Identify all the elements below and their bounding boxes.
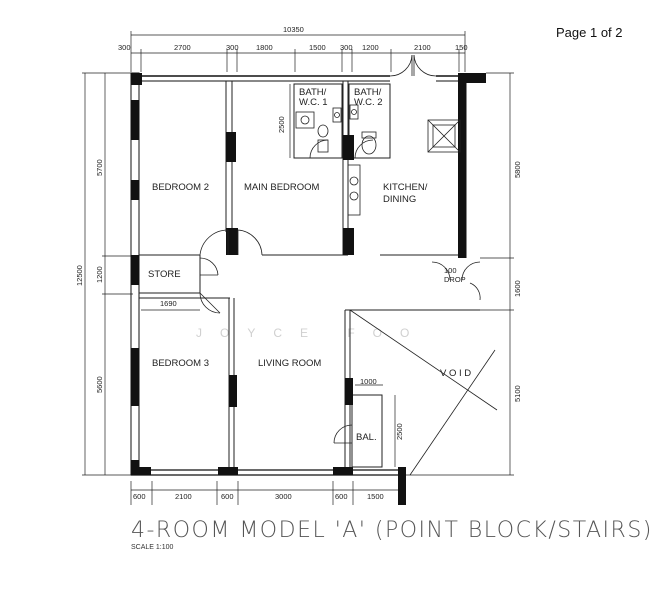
wall-columns bbox=[226, 132, 354, 407]
bath-fixtures bbox=[295, 104, 377, 155]
interior-walls bbox=[139, 81, 480, 468]
dim-top-5: 1500 bbox=[309, 43, 326, 52]
dim-bottom-3: 600 bbox=[221, 492, 234, 501]
dim-right-1: 5800 bbox=[513, 161, 522, 178]
dim-bottom-6: 1500 bbox=[367, 492, 384, 501]
label-bath-2-line1: BATH/ bbox=[354, 87, 382, 98]
dim-top-1: 300 bbox=[118, 43, 131, 52]
dim-bal-depth: 2500 bbox=[395, 423, 404, 440]
plan-title: 4-ROOM MODEL 'A' (POINT BLOCK/STAIRS) bbox=[131, 518, 653, 543]
label-bath-1-line2: W.C. 1 bbox=[299, 97, 328, 108]
dim-top-7: 1200 bbox=[362, 43, 379, 52]
dim-bottom-4: 3000 bbox=[275, 492, 292, 501]
right-dimension-lines bbox=[405, 72, 514, 476]
watermark: JOYCE FOO bbox=[196, 326, 427, 340]
dim-bottom-5: 600 bbox=[335, 492, 348, 501]
label-balcony: BAL. bbox=[356, 432, 377, 443]
dim-bottom-1: 600 bbox=[133, 492, 146, 501]
label-main-bedroom: MAIN BEDROOM bbox=[244, 182, 320, 193]
label-bedroom-3: BEDROOM 3 bbox=[152, 358, 209, 369]
label-store: STORE bbox=[148, 269, 181, 280]
dim-right-3: 5100 bbox=[513, 385, 522, 402]
dim-store-width: 1690 bbox=[160, 299, 177, 308]
bottom-dimension-lines bbox=[130, 481, 406, 505]
dim-top-2: 2700 bbox=[174, 43, 191, 52]
dim-top-total: 10350 bbox=[283, 25, 304, 34]
dim-top-4: 1800 bbox=[256, 43, 273, 52]
dim-right-2: 1600 bbox=[513, 280, 522, 297]
label-drop-2: DROP bbox=[444, 275, 466, 284]
dim-bal-width: 1000 bbox=[360, 377, 377, 386]
left-dimension-lines bbox=[82, 72, 133, 476]
top-dimension-lines bbox=[130, 31, 466, 72]
kitchen-fixtures bbox=[347, 119, 461, 216]
label-living-room: LIVING ROOM bbox=[258, 358, 321, 369]
dim-top-6: 300 bbox=[340, 43, 353, 52]
dim-top-9: 150 bbox=[455, 43, 468, 52]
door-swings bbox=[199, 54, 481, 444]
label-void: V O I D bbox=[440, 368, 471, 379]
label-bedroom-2: BEDROOM 2 bbox=[152, 182, 209, 193]
void-lines bbox=[349, 309, 498, 476]
label-bath-1-line1: BATH/ bbox=[299, 87, 327, 98]
dim-bottom-2: 2100 bbox=[175, 492, 192, 501]
label-kitchen-line2: DINING bbox=[383, 194, 416, 205]
plan-scale: SCALE 1:100 bbox=[131, 544, 174, 551]
page-number: Page 1 of 2 bbox=[556, 25, 623, 40]
label-drop-1: 100 bbox=[444, 266, 457, 275]
dim-top-8: 2100 bbox=[414, 43, 431, 52]
dim-bath-depth: 2500 bbox=[277, 116, 286, 133]
label-bath-2-line2: W.C. 2 bbox=[354, 97, 383, 108]
dim-left-total: 12500 bbox=[75, 265, 84, 286]
label-kitchen-line1: KITCHEN/ bbox=[383, 182, 428, 193]
inner-dimension-lines bbox=[141, 84, 396, 467]
dim-left-2: 1200 bbox=[95, 266, 104, 283]
dim-top-3: 300 bbox=[226, 43, 239, 52]
dim-left-1: 5700 bbox=[95, 159, 104, 176]
exterior-walls bbox=[130, 72, 486, 505]
dim-left-3: 5600 bbox=[95, 376, 104, 393]
